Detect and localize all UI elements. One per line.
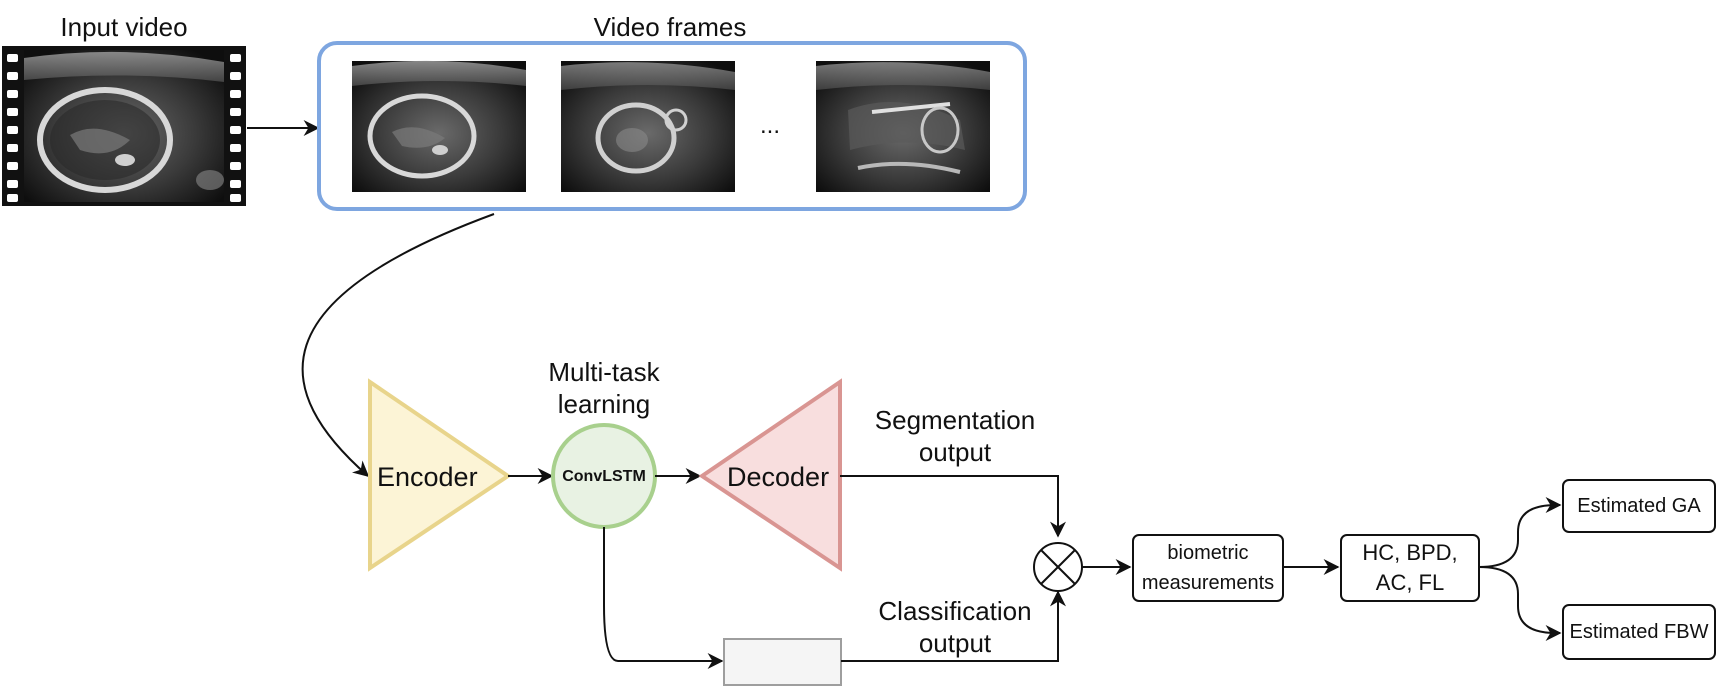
params-line1: HC, BPD, [1362,540,1458,565]
biometric-line2: measurements [1141,572,1275,594]
frames-ellipsis: ... [759,112,780,139]
biometric-measurements-box: biometric measurements [1132,534,1284,602]
biometric-line1: biometric [1167,542,1249,564]
multitask-label-line2: learning [557,389,651,419]
arrow-convlstm-to-classifier [603,527,724,669]
multiply-combine-node [1033,542,1083,592]
segmentation-output-line1: Segmentation [874,405,1036,435]
classification-output-line2: output [918,628,992,658]
encoder-triangle [368,378,512,572]
multitask-label-line1: Multi-task [548,357,660,387]
video-frame-3 [816,61,990,192]
arrow-params-to-ga [1478,497,1562,568]
params-line2: AC, FL [1375,570,1445,595]
video-frame-2 [561,61,735,192]
arrow-frames-to-encoder [301,213,495,478]
decoder-label: Decoder [727,462,830,492]
input-ultrasound-image [24,50,224,202]
segmentation-output-line2: output [918,437,992,467]
arrow-params-to-fbw [1478,566,1562,641]
input-video-film [2,46,246,206]
video-frames-title: Video frames [593,12,747,42]
video-frame-1 [352,60,526,192]
arrow-classification-to-combine [841,590,1066,662]
classification-head-box [723,638,842,686]
estimated-fbw-box: Estimated FBW [1562,604,1716,660]
film-sprockets-left [7,54,18,202]
film-sprockets-right [230,54,241,202]
encoder-label: Encoder [377,462,478,492]
input-video-title: Input video [60,12,188,42]
arrow-segmentation-to-combine [840,475,1066,538]
convlstm-label: ConvLSTM [562,468,646,485]
classification-output-line1: Classification [878,596,1032,626]
params-box: HC, BPD, AC, FL [1340,534,1480,602]
estimated-ga-box: Estimated GA [1562,479,1716,533]
